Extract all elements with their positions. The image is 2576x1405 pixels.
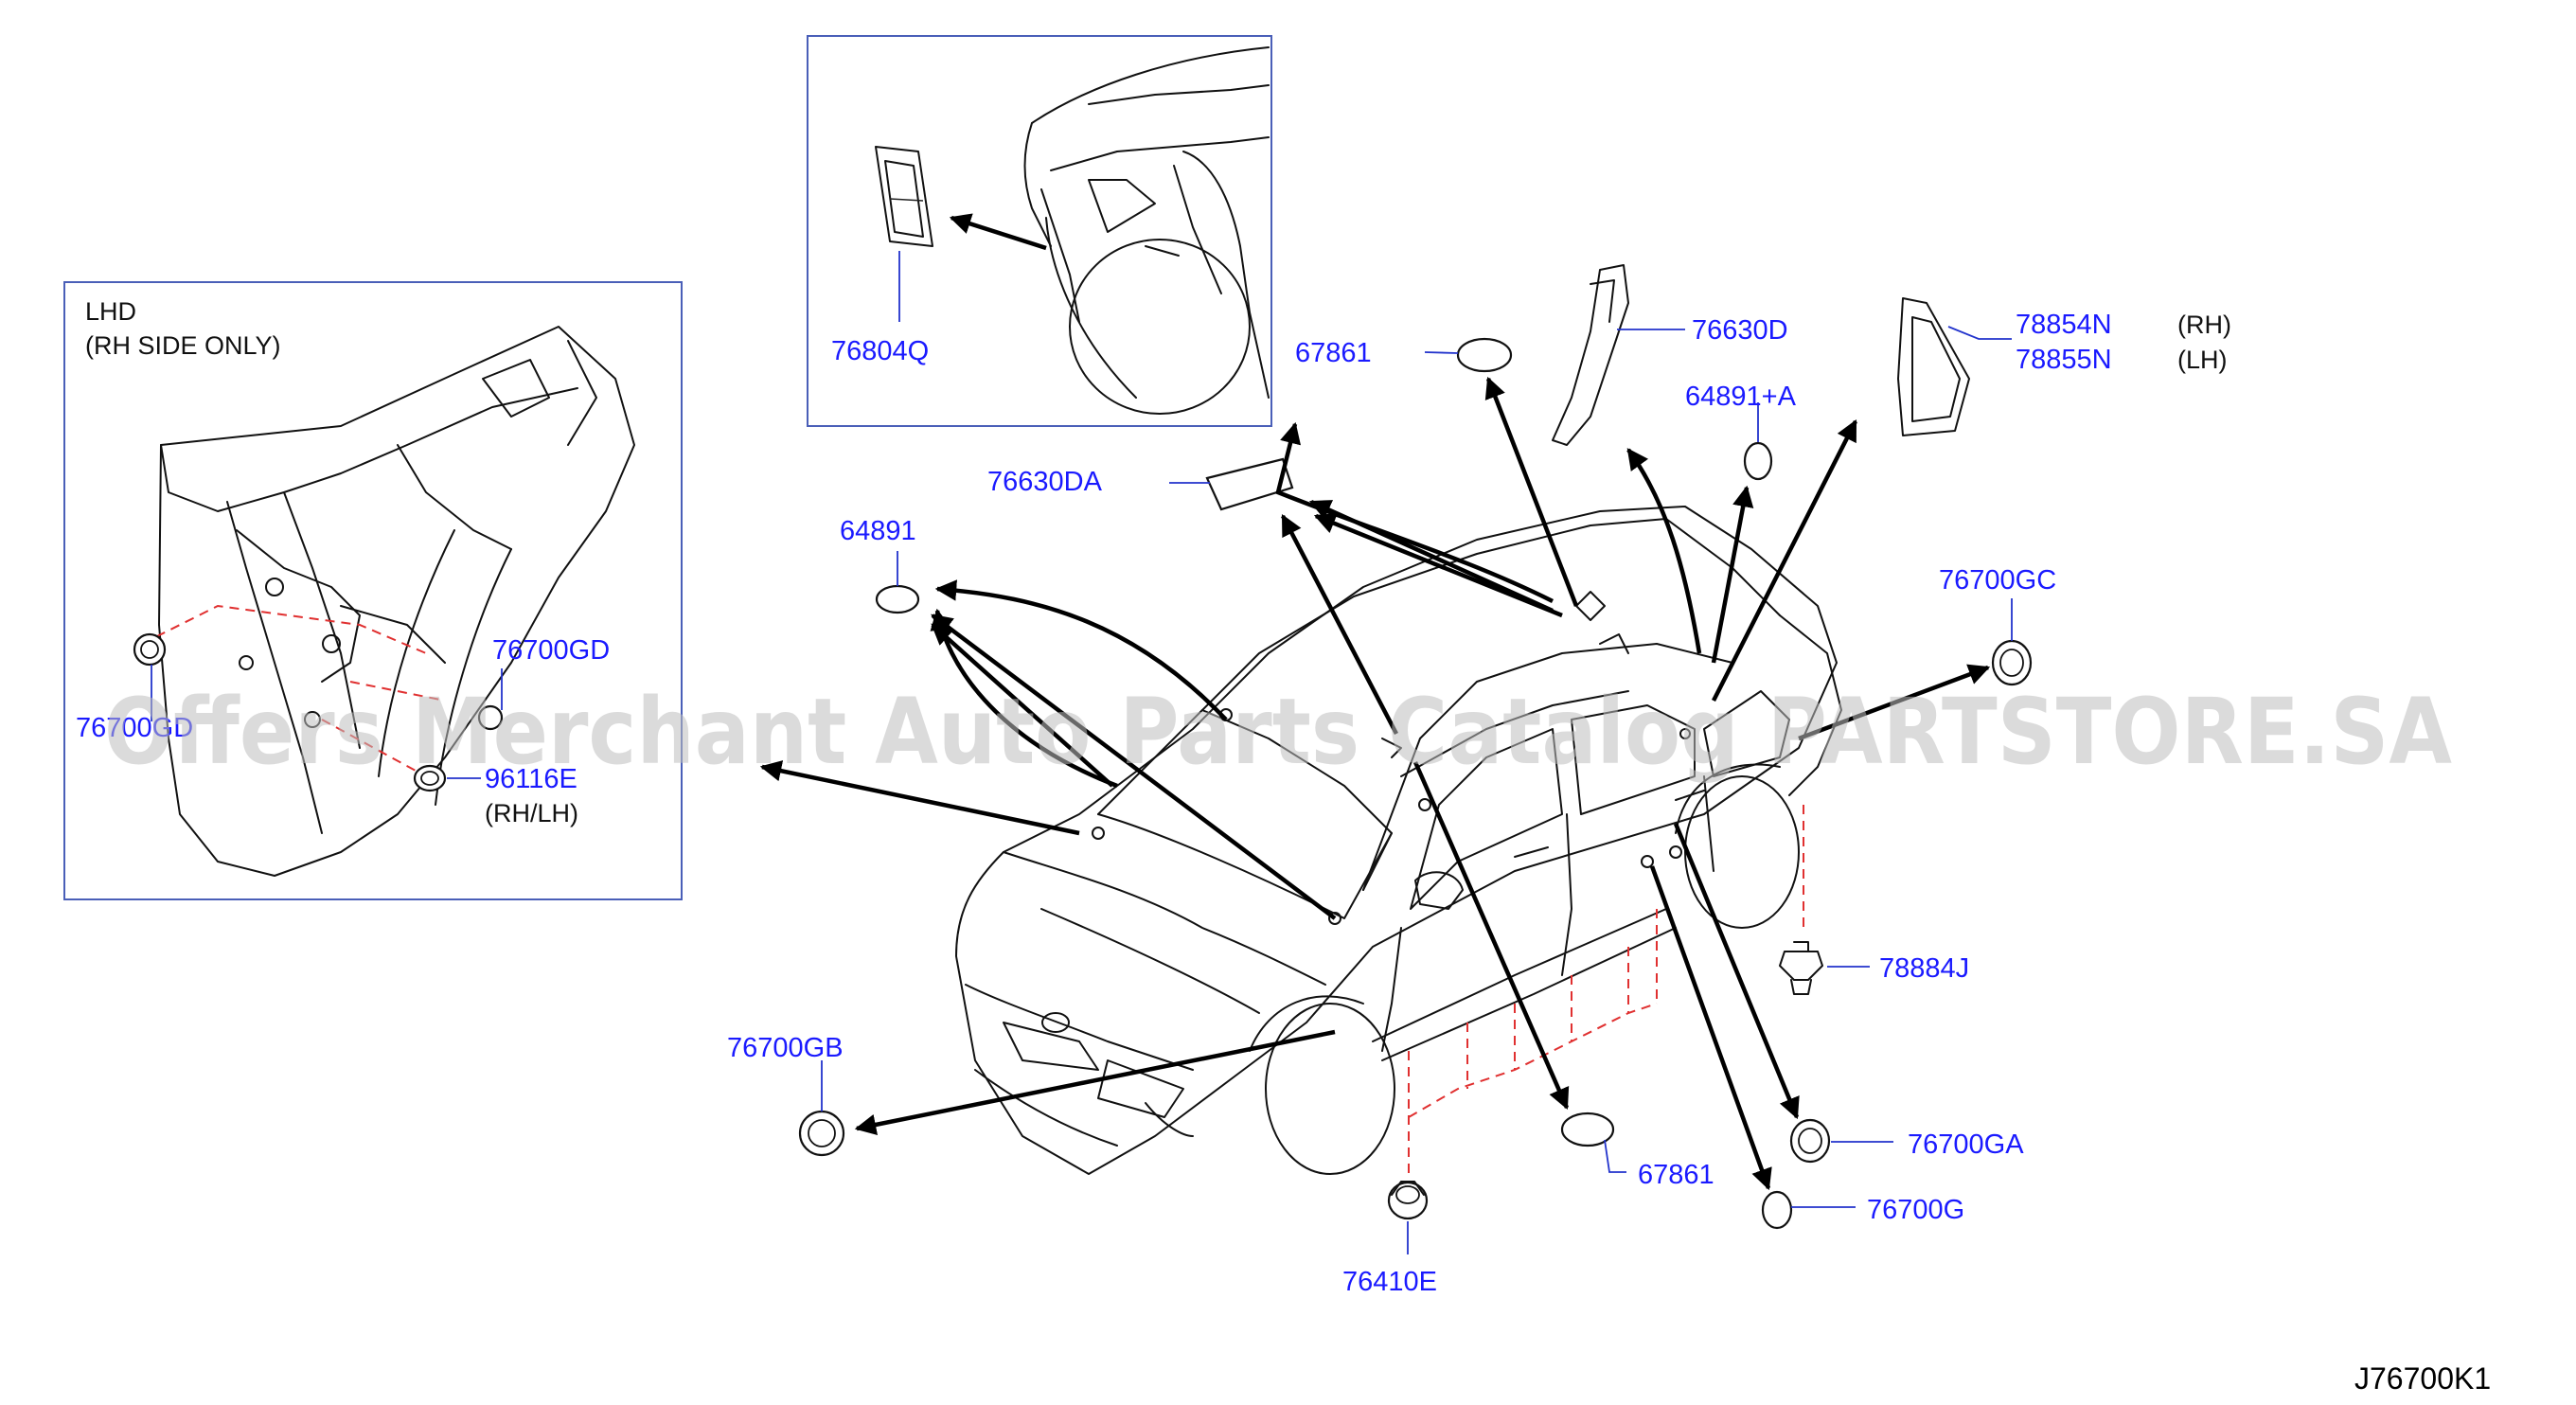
clip-96116e xyxy=(413,764,447,792)
leader-lines xyxy=(821,326,2013,1254)
part-67861-top xyxy=(1456,337,1513,373)
part-64891 xyxy=(875,584,920,614)
grommet-76700gd-left xyxy=(133,632,167,667)
part-67861-bottom xyxy=(1560,1112,1615,1147)
label-78884j: 78884J xyxy=(1879,953,1969,984)
label-76410e: 76410E xyxy=(1342,1267,1437,1297)
label-64891a: 64891+A xyxy=(1685,382,1797,412)
part-64891a xyxy=(1743,441,1773,481)
watermark: Offers Merchant Auto Parts Catalog PARTS… xyxy=(104,679,2452,785)
inset-lhd: LHD (RH SIDE ONLY) xyxy=(63,281,683,900)
label-96116e: 96116E xyxy=(485,764,577,794)
label-76700gd-right: 76700GD xyxy=(492,635,610,666)
rear-quarter-drawing xyxy=(1023,46,1270,415)
diagram-code: J76700K1 xyxy=(2354,1361,2491,1396)
part-shapes xyxy=(798,264,2033,1230)
main-car-drawing xyxy=(955,506,1842,1175)
label-76700ga: 76700GA xyxy=(1908,1129,2024,1160)
label-76700g: 76700G xyxy=(1867,1195,1964,1225)
label-67861-bottom: 67861 xyxy=(1638,1160,1714,1190)
label-76700gc: 76700GC xyxy=(1939,565,2056,596)
inset-lhd-title: LHD xyxy=(85,297,136,326)
part-76700gb xyxy=(798,1110,845,1157)
label-78854n: 78854N xyxy=(2016,310,2112,340)
part-76804q-lamp xyxy=(875,146,933,247)
part-76700g xyxy=(1761,1190,1793,1230)
label-lh: (LH) xyxy=(2177,346,2228,374)
part-76630da xyxy=(1205,457,1294,511)
label-rh: (RH) xyxy=(2177,311,2231,339)
part-labels: 67861 76630D 64891+A 78854N 78855N (RH) … xyxy=(727,310,2491,1396)
fender-drawing xyxy=(158,326,635,877)
inset-lhd-frame xyxy=(63,281,683,900)
label-67861-top: 67861 xyxy=(1295,338,1372,368)
inset-rear: 76804Q xyxy=(807,35,1272,427)
part-76630d xyxy=(1552,264,1629,446)
label-76630da: 76630DA xyxy=(987,467,1103,497)
inset-rear-frame xyxy=(807,35,1272,427)
inset-lhd-subtitle: (RH SIDE ONLY) xyxy=(85,331,281,360)
label-rh-lh-note: (RH/LH) xyxy=(485,799,578,827)
label-76804q: 76804Q xyxy=(831,336,929,366)
label-64891: 64891 xyxy=(840,516,916,546)
label-76700gb: 76700GB xyxy=(727,1033,844,1063)
part-76700ga xyxy=(1789,1118,1831,1164)
label-76700gd-left: 76700GD xyxy=(76,713,193,743)
part-76410e xyxy=(1387,1181,1429,1220)
label-78855n: 78855N xyxy=(2016,345,2112,375)
label-76630d: 76630D xyxy=(1692,315,1788,346)
grommet-76700gd-right xyxy=(477,704,504,731)
part-78854n xyxy=(1897,297,1970,436)
part-78884j xyxy=(1779,951,1823,981)
callout-arrows xyxy=(759,376,1991,1191)
